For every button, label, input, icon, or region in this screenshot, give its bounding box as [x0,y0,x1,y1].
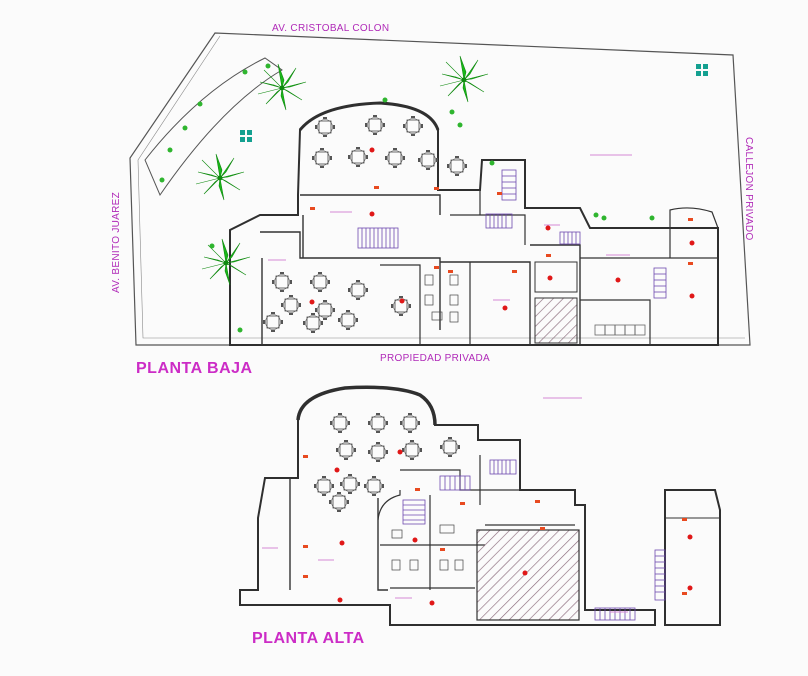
street-label-south: PROPIEDAD PRIVADA [380,353,490,364]
street-label-west: AV. BENITO JUAREZ [111,191,122,293]
ground-floor-plan [129,32,751,346]
street-label-east: CALLEJON PRIVADO [743,137,754,241]
street-label-north: AV. CRISTOBAL COLON [272,23,390,34]
upper-floor-title: PLANTA ALTA [252,630,365,647]
upper-floor-plan [239,385,721,626]
ground-floor-title: PLANTA BAJA [136,360,253,377]
